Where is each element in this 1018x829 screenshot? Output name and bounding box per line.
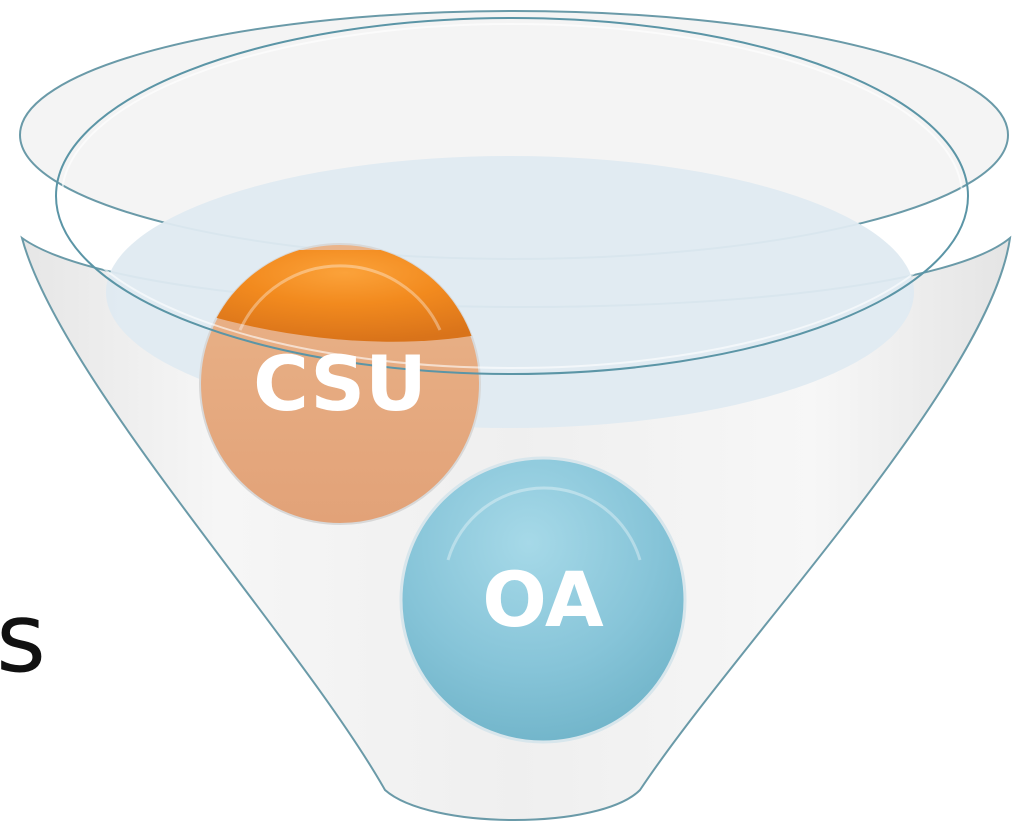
oa-ball bbox=[399, 456, 687, 744]
funnel-rim-inner bbox=[55, 17, 969, 375]
csu-ball bbox=[199, 243, 481, 525]
cut-off-text: s bbox=[0, 582, 47, 694]
oa-label: OA bbox=[482, 555, 604, 644]
csu-label: CSU bbox=[253, 339, 427, 428]
